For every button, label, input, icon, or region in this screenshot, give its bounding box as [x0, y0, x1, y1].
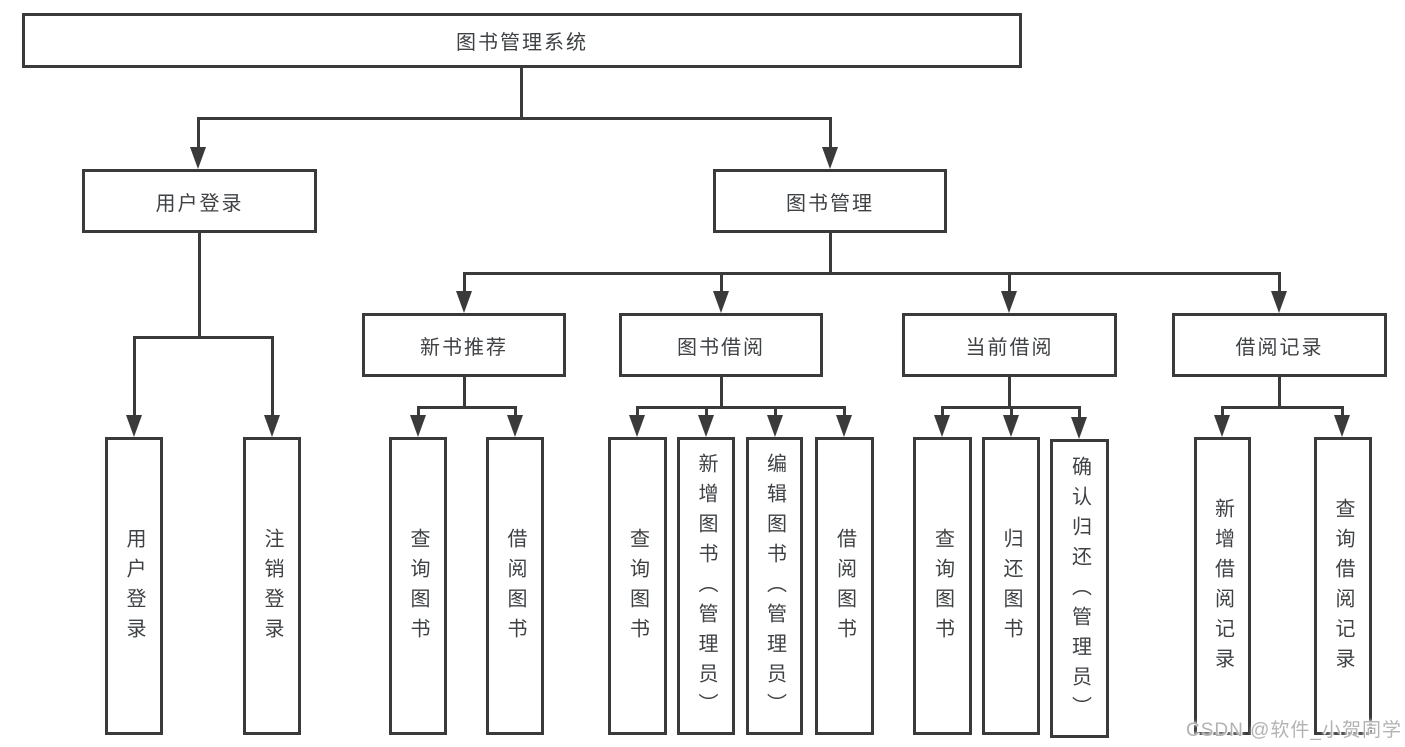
connector-arrow-line — [1078, 406, 1081, 421]
node-label: 注销登录 — [261, 528, 283, 648]
connector-arrow-line — [843, 406, 846, 419]
connector-recommend-stem — [463, 377, 466, 408]
csdn-watermark: CSDN @软件_小贺同学 — [1186, 715, 1402, 742]
connector-arrow-head — [264, 415, 280, 437]
connector-arrow-line — [271, 336, 274, 418]
connector-user-login-stem — [198, 233, 201, 339]
node-label: 新书推荐 — [420, 336, 508, 359]
connector-arrow-head — [767, 415, 783, 437]
connector-arrow-line — [463, 272, 466, 294]
leaf-logout: 注销登录 — [243, 437, 301, 735]
connector-user-login-branch — [133, 336, 274, 339]
connector-borrowing-branch — [636, 406, 845, 409]
node-label: 借阅图书 — [504, 528, 526, 648]
leaf-add-borrow-record: 新增借阅记录 — [1194, 437, 1251, 735]
connector-arrow-line — [720, 272, 723, 294]
connector-recommend-branch — [417, 406, 516, 409]
node-book-management: 图书管理 — [713, 169, 947, 233]
connector-arrow-head — [507, 415, 523, 437]
connector-arrow-line — [1221, 406, 1224, 419]
connector-root-stem — [520, 68, 523, 120]
leaf-return-book: 归还图书 — [982, 437, 1040, 735]
connector-arrow-head — [126, 415, 142, 437]
leaf-query-books-borrowing: 查询图书 — [608, 437, 667, 735]
connector-arrow-head — [410, 415, 426, 437]
connector-arrow-head — [1271, 291, 1287, 313]
connector-arrow-head — [934, 415, 950, 437]
node-label: 借阅记录 — [1235, 336, 1324, 359]
node-label: 查询借阅记录 — [1332, 498, 1354, 678]
connector-arrow-head — [456, 291, 472, 313]
leaf-query-borrow-record: 查询借阅记录 — [1314, 437, 1372, 735]
leaf-borrow-books-recommend: 借阅图书 — [486, 437, 544, 735]
connector-arrow-head — [190, 147, 206, 169]
node-label: 图书管理系统 — [456, 32, 588, 54]
connector-arrow-head — [1334, 415, 1350, 437]
leaf-query-books-recommend: 查询图书 — [389, 437, 447, 735]
connector-arrow-head — [713, 291, 729, 313]
connector-records-stem — [1278, 377, 1281, 408]
connector-arrow-line — [514, 406, 517, 419]
node-new-book-recommend: 新书推荐 — [362, 313, 566, 377]
connector-arrow-line — [197, 117, 200, 149]
connector-arrow-line — [829, 117, 832, 149]
node-label: 图书借阅 — [677, 336, 765, 359]
connector-borrowing-stem — [720, 377, 723, 408]
connector-arrow-head — [822, 147, 838, 169]
node-current-borrowing: 当前借阅 — [902, 313, 1117, 377]
leaf-edit-book-admin: 编辑图书（管理员） — [746, 437, 803, 735]
connector-arrow-line — [774, 406, 777, 419]
leaf-user-login: 用户登录 — [105, 437, 163, 735]
connector-records-branch — [1221, 406, 1344, 409]
connector-arrow-line — [1010, 406, 1013, 419]
leaf-query-books-current: 查询图书 — [913, 437, 972, 735]
node-library-system: 图书管理系统 — [22, 13, 1022, 68]
node-label: 查询图书 — [626, 528, 649, 648]
connector-arrow-head — [698, 415, 714, 437]
node-label: 查询图书 — [407, 528, 429, 648]
connector-arrow-head — [836, 415, 852, 437]
node-label: 当前借阅 — [965, 336, 1054, 359]
connector-root-branch — [197, 117, 832, 120]
connector-arrow-head — [1001, 291, 1017, 313]
connector-arrow-line — [1341, 406, 1344, 419]
connector-book-mgmt-stem — [829, 233, 832, 275]
connector-arrow-line — [636, 406, 639, 419]
node-book-borrowing: 图书借阅 — [619, 313, 823, 377]
connector-current-stem — [1008, 377, 1011, 408]
connector-arrow-head — [1214, 415, 1230, 437]
node-label: 新增借阅记录 — [1211, 498, 1234, 678]
node-label: 图书管理 — [786, 192, 874, 215]
node-label: 查询图书 — [931, 528, 954, 648]
connector-arrow-line — [133, 336, 136, 418]
leaf-borrow-books-borrowing: 借阅图书 — [815, 437, 874, 735]
node-borrowing-records: 借阅记录 — [1172, 313, 1387, 377]
connector-arrow-line — [941, 406, 944, 419]
connector-arrow-line — [417, 406, 420, 419]
node-label: 用户登录 — [123, 528, 145, 648]
node-label: 确认归还（管理员） — [1068, 455, 1091, 726]
connector-arrow-head — [1003, 415, 1019, 437]
node-label: 编辑图书（管理员） — [763, 453, 786, 723]
node-label: 归还图书 — [1000, 528, 1022, 648]
connector-arrow-line — [1278, 272, 1281, 294]
leaf-add-book-admin: 新增图书（管理员） — [677, 437, 735, 735]
connector-book-mgmt-branch — [463, 272, 1281, 275]
node-user-login: 用户登录 — [82, 169, 317, 233]
node-label: 用户登录 — [155, 192, 244, 215]
leaf-confirm-return-admin: 确认归还（管理员） — [1050, 439, 1109, 738]
watermark-text: CSDN @软件_小贺同学 — [1186, 720, 1402, 741]
connector-arrow-head — [1071, 417, 1087, 439]
node-label: 借阅图书 — [833, 528, 856, 648]
connector-arrow-line — [1008, 272, 1011, 294]
node-label: 新增图书（管理员） — [695, 453, 717, 723]
connector-arrow-line — [705, 406, 708, 419]
connector-arrow-head — [629, 415, 645, 437]
